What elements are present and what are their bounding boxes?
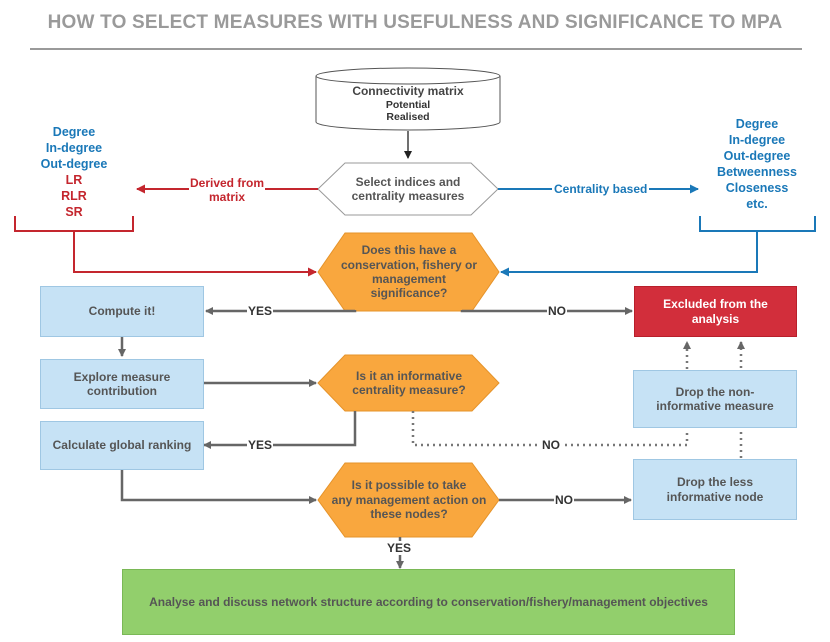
arrow-informative-yes: [203, 411, 357, 449]
connectivity-realised: Realised: [386, 111, 430, 124]
select-indices-label: Select indices and centrality measures: [340, 171, 476, 207]
derived-measures-list: Degree In-degree Out-degree LR RLR SR: [24, 124, 124, 220]
arrow-derived-to-significance: [73, 231, 317, 277]
connectivity-matrix-title: Connectivity matrix: [352, 84, 464, 99]
q3-line-3: these nodes?: [370, 507, 448, 522]
page-title: HOW TO SELECT MEASURES WITH USEFULNESS A…: [47, 12, 783, 33]
derived-item-out-degree: Out-degree: [40, 157, 108, 171]
final-analysis-box: Analyse and discuss network structure ac…: [122, 569, 735, 635]
q2-line-2: centrality measure?: [352, 383, 466, 397]
centrality-bracket: [699, 216, 816, 232]
no-label-informative: NO: [541, 438, 561, 452]
centrality-item-closeness: Closeness: [725, 181, 789, 195]
informative-question: Is it an informative centrality measure?: [330, 365, 488, 401]
derived-item-degree: Degree: [52, 125, 96, 139]
centrality-item-out-degree: Out-degree: [723, 149, 791, 163]
centrality-based-label: Centrality based: [552, 182, 650, 196]
title-divider: [30, 48, 802, 50]
select-line-2: centrality measures: [351, 189, 465, 203]
q1-line-1: Does this have a: [361, 243, 457, 258]
yes-label-informative: YES: [247, 438, 274, 452]
drop-node-box: Drop the less informative node: [633, 459, 797, 520]
informative-hexagon: [317, 354, 500, 412]
q1-line-4: significance?: [370, 286, 448, 301]
yes-label-significance: YES: [247, 304, 274, 318]
derived-line-2: matrix: [207, 190, 247, 205]
management-action-question: Is it possible to take any management ac…: [326, 475, 492, 525]
connectivity-matrix-cylinder: [315, 67, 501, 131]
q3-line-2: any management action on: [331, 492, 487, 507]
derived-line-1: Derived from: [188, 175, 266, 190]
no-label-management: NO: [554, 493, 574, 507]
derived-item-sr: SR: [65, 205, 83, 219]
arrow-significance-no: [460, 307, 633, 315]
yes-label-management: YES: [386, 541, 413, 555]
global-ranking-box: Calculate global ranking: [40, 421, 204, 470]
no-label-significance: NO: [547, 304, 567, 318]
arrow-centrality-to-significance: [500, 231, 758, 277]
derived-item-in-degree: In-degree: [45, 141, 103, 155]
connectivity-potential: Potential: [385, 98, 431, 111]
centrality-item-etc: etc.: [746, 197, 768, 211]
derived-item-lr: LR: [65, 173, 83, 187]
explore-contribution-box: Explore measure contribution: [40, 359, 204, 409]
excluded-box: Excluded from the analysis: [634, 286, 797, 337]
drop-measure-box: Drop the non-informative measure: [633, 370, 797, 428]
q3-line-1: Is it possible to take: [351, 478, 467, 493]
centrality-item-betweenness: Betweenness: [717, 165, 797, 179]
q2-line-1: Is it an informative: [355, 368, 463, 383]
select-line-1: Select indices and: [355, 174, 461, 189]
compute-it-box: Compute it!: [40, 286, 204, 337]
arrow-significance-yes: [205, 307, 357, 315]
arrow-ranking-to-management: [120, 470, 317, 504]
q1-line-2: conservation, fishery or: [340, 257, 478, 272]
centrality-measures-list: Degree In-degree Out-degree Betweenness …: [704, 116, 810, 212]
derived-from-matrix-label: Derived from matrix: [180, 175, 274, 205]
centrality-item-in-degree: In-degree: [728, 133, 786, 147]
connectivity-matrix-label: Connectivity matrix Potential Realised: [316, 82, 500, 126]
significance-question: Does this have a conservation, fishery o…: [328, 240, 490, 304]
centrality-item-degree: Degree: [735, 117, 779, 131]
derived-item-rlr: RLR: [61, 189, 87, 203]
q1-line-3: management: [371, 272, 447, 286]
